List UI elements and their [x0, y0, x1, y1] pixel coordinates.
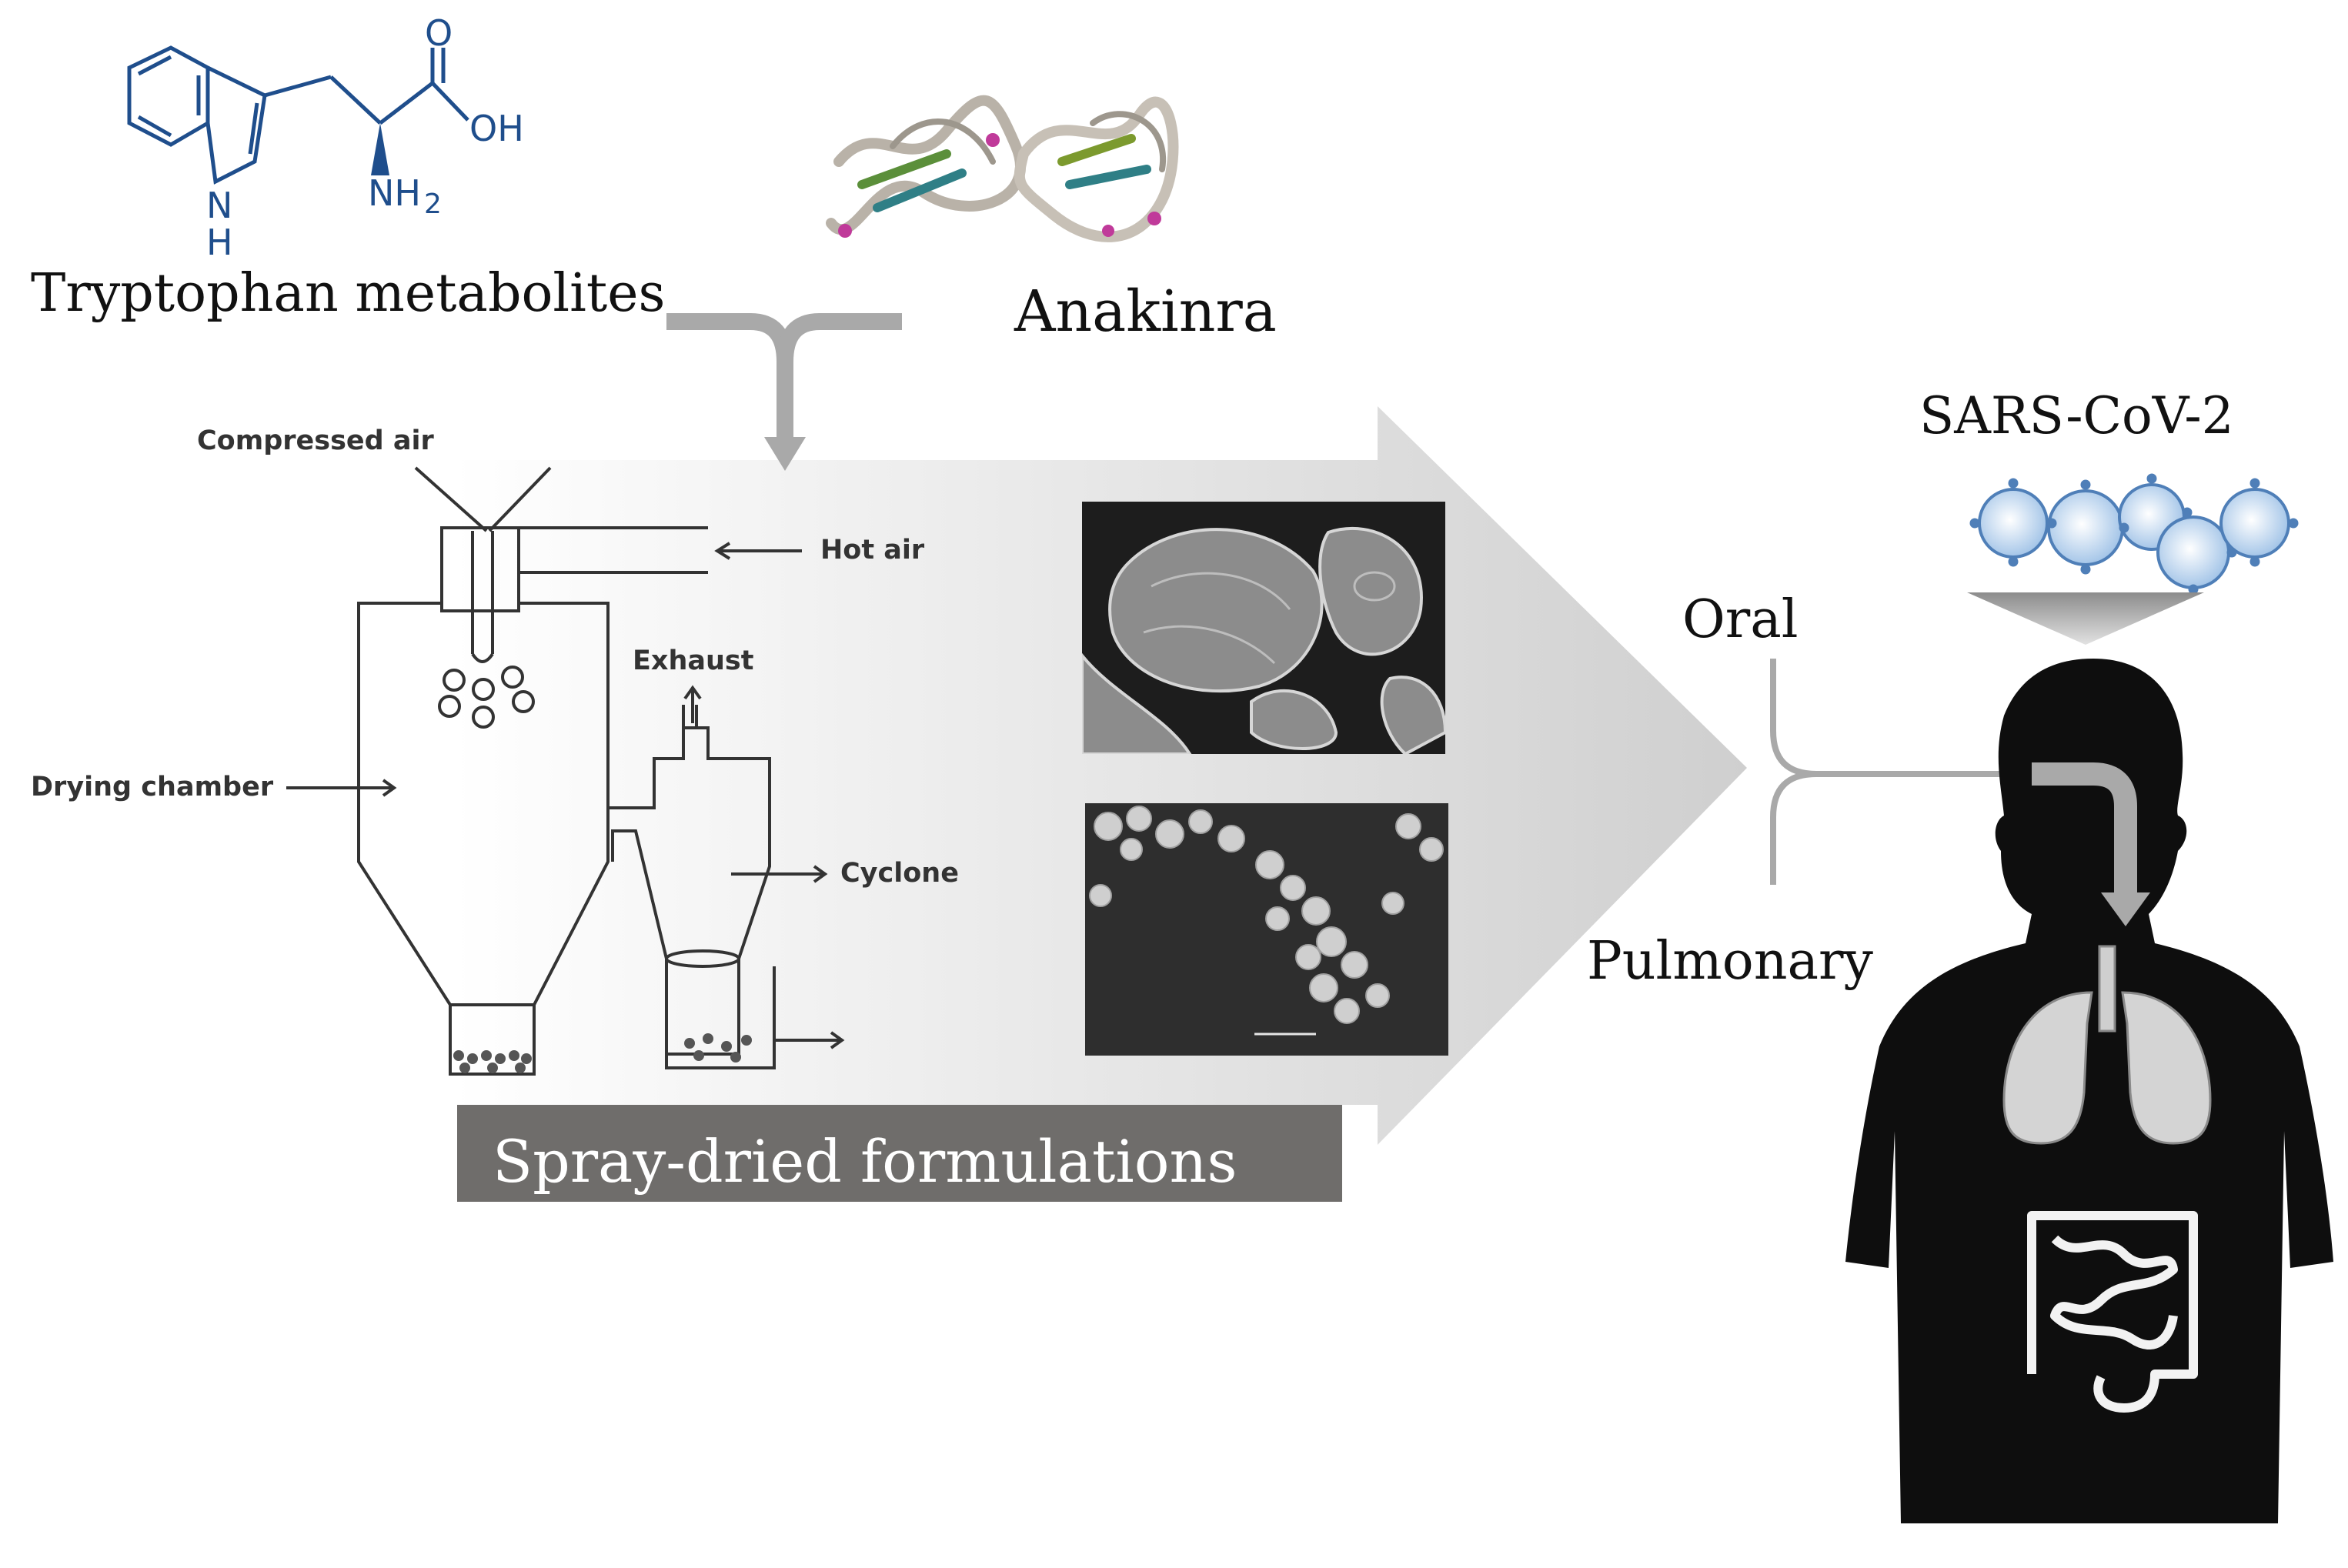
banner-text: Spray-dried formulations — [493, 1127, 1237, 1196]
pulmonary-route-label: Pulmonary — [1587, 931, 1873, 992]
route-connector — [1770, 659, 2056, 885]
atom-nh-text: NH — [368, 172, 421, 214]
drying-chamber-label: Drying chamber — [31, 772, 274, 802]
sem-image-particles-bottom — [1085, 803, 1448, 1056]
sem-image-particles-top — [1082, 502, 1445, 754]
sars-cov-2-virions — [1969, 473, 2299, 592]
human-silhouette — [1845, 659, 2333, 1523]
tryptophan-label: Tryptophan metabolites — [31, 263, 666, 324]
cyclone-label: Cyclone — [840, 858, 959, 889]
nozzle-housing — [440, 526, 520, 612]
air-inlet-left — [414, 466, 488, 532]
atom-h-label: H — [206, 222, 233, 263]
tryptophan-structure — [127, 45, 469, 185]
atom-subscript: 2 — [424, 188, 442, 220]
air-inlet-right — [488, 466, 552, 532]
stereo-wedge — [371, 123, 389, 175]
hot-air-label: Hot air — [820, 535, 925, 565]
atom-oh-label: OH — [469, 108, 524, 149]
oral-route-label: Oral — [1682, 589, 1799, 650]
lungs — [2002, 945, 2212, 1145]
merge-connector — [666, 313, 902, 439]
collector — [665, 966, 776, 1069]
delivery-arrow — [2032, 762, 2137, 892]
exhaust-duct — [606, 726, 771, 1056]
anakinra-ribbon — [826, 95, 1179, 242]
merge-arrowhead — [764, 437, 806, 471]
drying-chamber-body — [357, 602, 610, 1076]
atom-n-label: N — [206, 185, 233, 226]
collected-powder — [453, 1033, 752, 1073]
sars-cov-2-label: SARS-CoV-2 — [1919, 386, 2234, 445]
virus-shadow — [1967, 592, 2204, 645]
atom-o-label: O — [425, 12, 453, 54]
intestine — [2027, 1211, 2198, 1413]
exhaust-label: Exhaust — [633, 646, 754, 676]
cyclone-outlet — [665, 949, 740, 968]
anakinra-label: Anakinra — [1014, 279, 1277, 345]
spray-dried-formulations-banner: Spray-dried formulations — [457, 1105, 1342, 1202]
compressed-air-label: Compressed air — [197, 425, 434, 456]
spray-dryer-schematic — [286, 466, 845, 1076]
